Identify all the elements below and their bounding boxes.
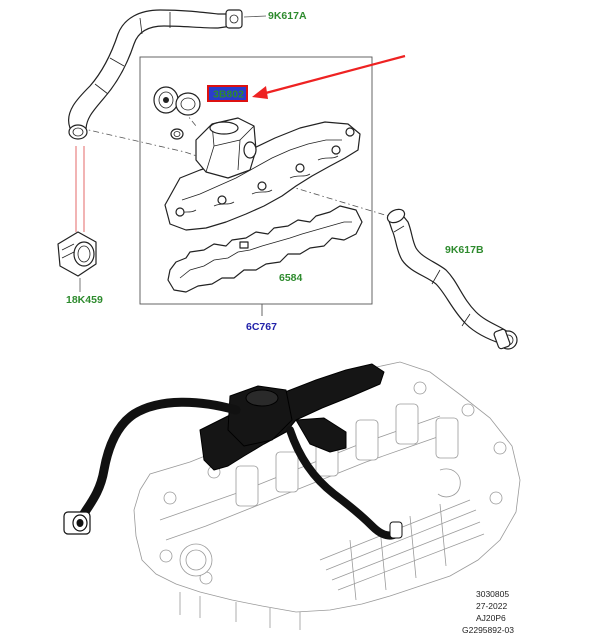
breather-hose-a (68, 9, 243, 140)
camshaft-cover (164, 117, 361, 231)
installed-cover-assembly (199, 363, 385, 471)
installed-hose-b (286, 426, 400, 540)
pcv-valve-parts (153, 86, 201, 140)
ref-code-4: G2295892-03 (462, 625, 514, 635)
ref-code-3: AJ20P6 (476, 613, 506, 623)
callout-highlighted-part: 3B802 (213, 89, 244, 101)
leader-hose-top (243, 15, 267, 18)
red-arrow-head (252, 86, 268, 99)
installed-hose-a (75, 397, 241, 525)
highlighted-callout: 3B802 (207, 54, 406, 102)
hose-clip (57, 231, 97, 277)
breather-hose-b (386, 208, 518, 350)
ref-code-2: 27-2022 (476, 601, 507, 611)
installed-hose-end (63, 511, 403, 539)
ref-code-1: 3030805 (476, 589, 509, 599)
callout-clip: 18K459 (66, 294, 103, 306)
centre-line-1 (79, 127, 396, 219)
assembly-frame (139, 56, 373, 305)
red-arrow-line (261, 54, 406, 96)
callout-assembly: 6C767 (246, 321, 277, 333)
callout-gasket: 6584 (279, 272, 303, 284)
callout-hose-top: 9K617A (268, 10, 307, 22)
cover-gasket (167, 205, 363, 293)
callout-hose-right: 9K617B (445, 244, 484, 256)
